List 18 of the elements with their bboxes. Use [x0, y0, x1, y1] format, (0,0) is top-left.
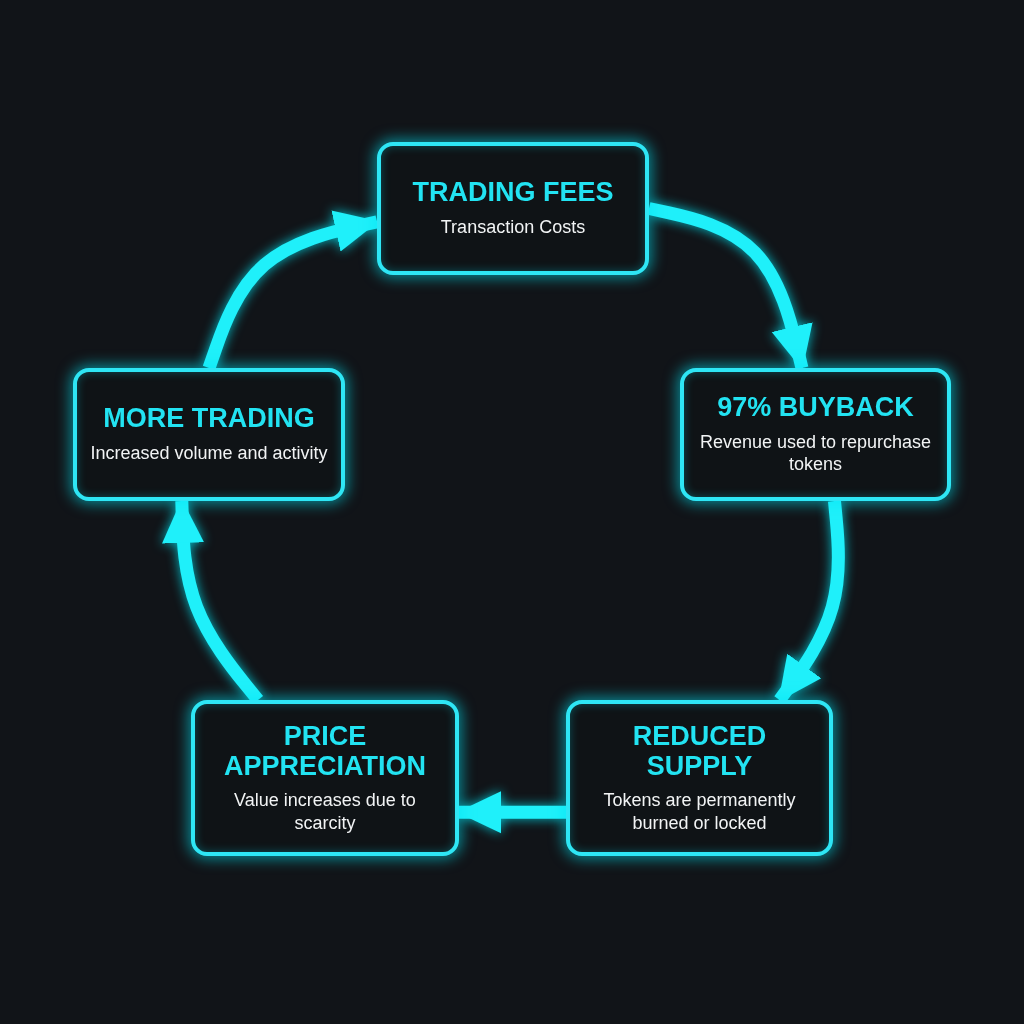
process-box	[680, 368, 951, 501]
process-box	[191, 700, 459, 856]
box-description: Tokens are permanently burned or locked	[602, 789, 797, 835]
box-title: TRADING FEES	[412, 178, 614, 209]
process-box	[73, 368, 345, 501]
box-description: Revenue used to repurchase tokens	[698, 430, 933, 476]
box-description: Increased volume and activity	[90, 442, 328, 465]
box-title: 97% BUYBACK	[717, 393, 914, 423]
arrow	[457, 791, 566, 834]
box-title: REDUCED SUPPLY	[631, 721, 768, 782]
process-box	[377, 142, 649, 275]
process-box	[566, 700, 833, 856]
box-description: Transaction Costs	[440, 216, 586, 239]
box-title: PRICE APPRECIATION	[223, 721, 427, 782]
arrow	[202, 210, 379, 371]
box-title: MORE TRADING	[103, 404, 315, 435]
arrow	[647, 202, 813, 370]
box-description: Value increases due to scarcity	[233, 789, 417, 835]
